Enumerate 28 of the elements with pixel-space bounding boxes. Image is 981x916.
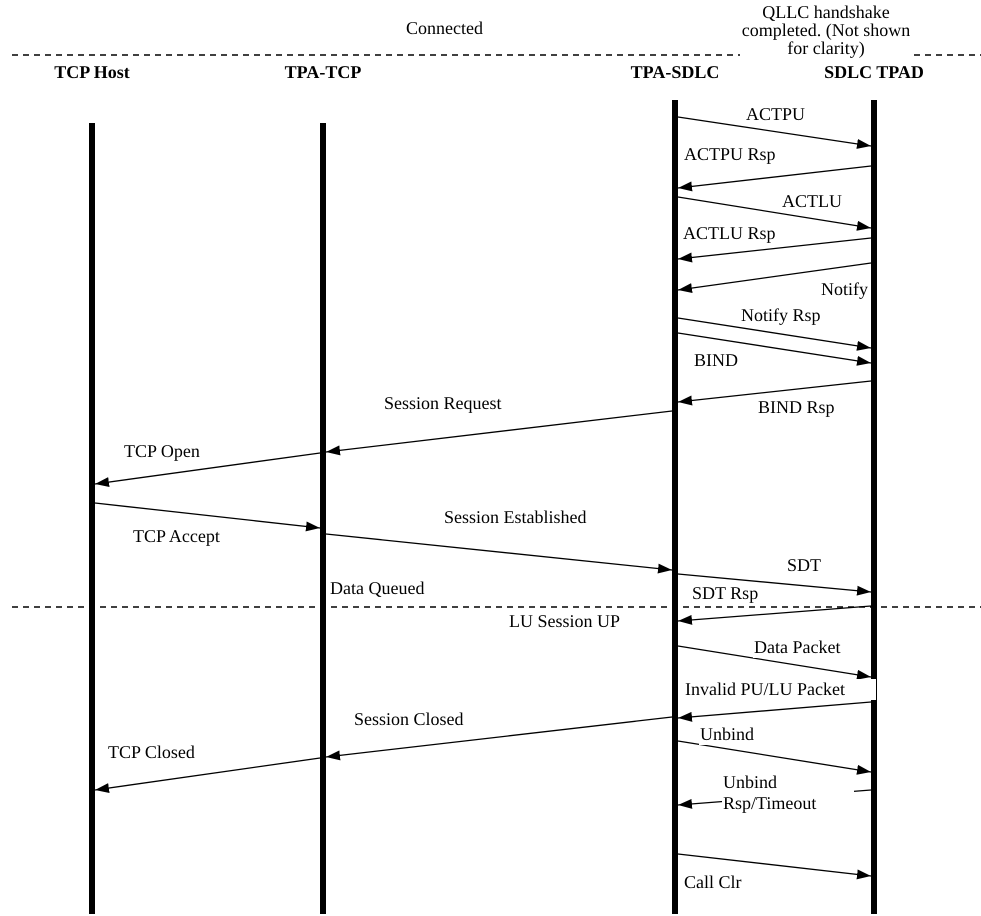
lifeline-header: SDLC TPAD bbox=[823, 62, 925, 82]
message-arrow bbox=[678, 237, 872, 262]
message-arrow bbox=[94, 502, 320, 532]
message-arrow bbox=[678, 380, 872, 406]
message-arrow bbox=[678, 116, 872, 149]
edge-label: Invalid PU/LU Packet bbox=[684, 679, 876, 700]
message-arrow bbox=[678, 332, 872, 366]
message-arrow bbox=[678, 605, 872, 625]
message-arrow bbox=[326, 533, 672, 574]
message-arrow bbox=[94, 452, 320, 488]
message-arrow bbox=[326, 716, 672, 760]
message-arrow bbox=[678, 853, 872, 880]
message-arrow bbox=[678, 740, 872, 775]
message-arrow bbox=[678, 701, 872, 722]
message-arrow bbox=[678, 196, 872, 231]
lifeline-header: TPA-TCP bbox=[284, 62, 362, 82]
edge-label: Notify bbox=[820, 279, 869, 300]
annotation-text: QLLC handshake completed. (Not shown for clarity) bbox=[740, 3, 912, 57]
lifeline-header: TCP Host bbox=[53, 62, 131, 82]
message-arrow bbox=[678, 645, 872, 680]
edge-label: Notify Rsp bbox=[740, 305, 822, 326]
message-arrow bbox=[94, 757, 320, 793]
message-arrow bbox=[678, 262, 872, 293]
message-arrow bbox=[678, 165, 872, 192]
message-arrow bbox=[678, 573, 872, 596]
lifeline-header: TPA-SDLC bbox=[630, 62, 720, 82]
message-arrow bbox=[678, 317, 872, 351]
message-arrow bbox=[326, 410, 672, 456]
